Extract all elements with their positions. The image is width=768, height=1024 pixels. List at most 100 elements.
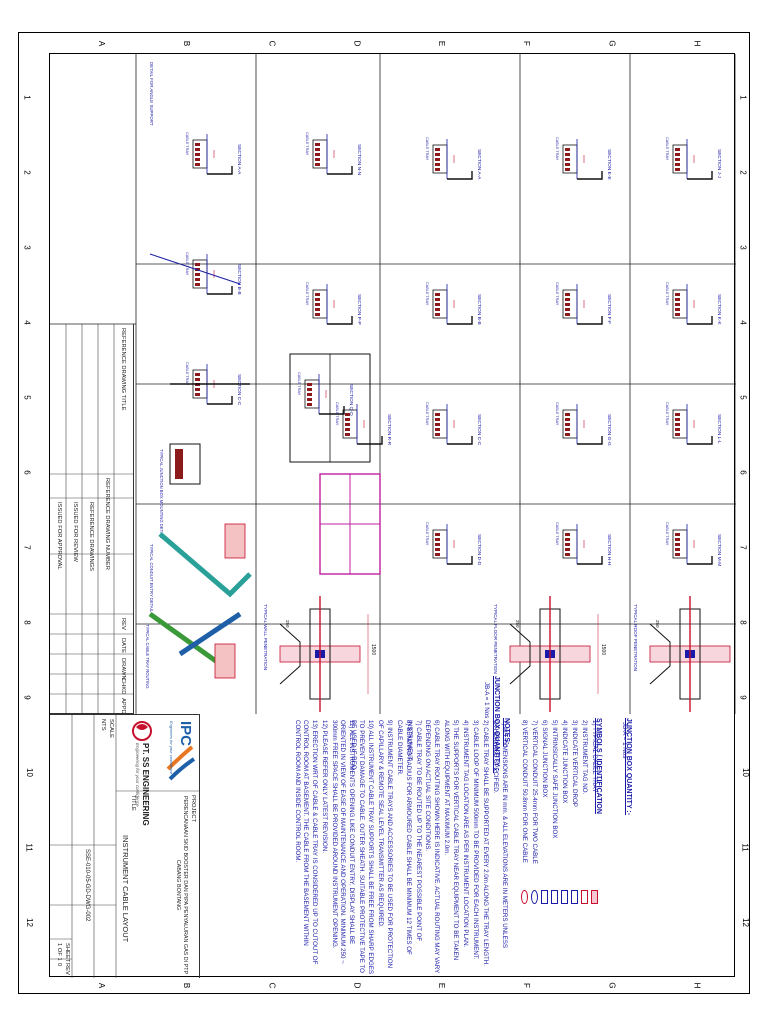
steel-member [319,406,345,415]
cable [565,553,570,556]
conduit [178,611,242,657]
cable [435,153,440,156]
zone-number-right-5: 5 [738,395,748,400]
cable [435,313,440,316]
steel-member [207,286,233,295]
symbol-item: 4) INDICATE JUNCTION BOX [559,720,568,803]
zone-letter-bottom-D: D [352,982,362,989]
zone-letter-F: F [521,41,531,46]
conduit [148,611,222,667]
zone-number-right-7: 7 [738,545,748,550]
tray-tag: CABLE TRAY [335,402,339,426]
cable [195,393,200,396]
cable [315,163,320,166]
section-label: SECTION C-C [236,374,242,406]
cable [435,298,440,301]
cable [565,303,570,306]
cable [675,418,680,421]
steel-member [577,316,603,325]
symbol-text: INTRINSICALLY SAFE JUNCTION BOX [551,727,558,839]
dimension-text: 1500 [600,644,606,655]
cable [675,428,680,431]
project-name: PERENCANAAN SKID BOOSTER DAN PIPA PENYAL… [175,795,188,975]
steel-member [327,316,353,325]
zone-letter-bottom-G: G [607,982,617,989]
zone-letter-E: E [437,40,447,47]
cable [565,538,570,541]
zone-letter-bottom-A: A [97,982,107,989]
cable [675,423,680,426]
junction-count: JB-A = 1 Nos [621,722,628,759]
cable [675,293,680,296]
section-label: SECTION G-G [606,414,612,446]
steel-member [577,436,603,445]
steel-member [687,436,713,445]
cable [675,433,680,436]
cable [565,433,570,436]
dimension-text: 1500 [370,644,376,655]
tray-tag: CABLE TRAY [425,282,429,306]
tray-tag: CABLE TRAY [555,522,559,546]
section-label: SECTION M-M [716,534,722,566]
section-label: SECTION F-F [606,294,612,324]
date-header: DATE [120,638,126,654]
steel-member [447,436,473,445]
equipment-box [224,523,246,559]
flange [279,623,301,685]
cable [675,148,680,151]
section-label: SECTION J-J [716,149,722,179]
section-label: SECTION B-B [476,294,482,325]
zone-number-right-2: 2 [738,170,748,175]
cable [565,418,570,421]
cable [565,298,570,301]
tray-tag: CABLE TRAY [425,402,429,426]
symbol-glyph [561,890,568,904]
cable [315,303,320,306]
cable [435,293,440,296]
cable [435,163,440,166]
cable [675,553,680,556]
note-item: 2) CABLE TRAY SHALL BE SUPPORTED AT EVER… [482,720,490,966]
dimension-text: 250 [515,620,520,628]
zone-number-2: 2 [22,170,32,175]
zone-number-9: 9 [22,695,32,700]
zone-number-7: 7 [22,545,32,550]
cable [565,313,570,316]
zone-letter-B: B [182,40,192,47]
cable [307,383,312,386]
symbol-item: 7) VERTICAL CONDUIT 25.4mm FOR TWO CABLE [529,720,538,864]
cable [675,158,680,161]
cable [435,148,440,151]
cable [315,293,320,296]
ref-drawing-number-header: REFERENCE DRAWING NUMBER [104,478,110,570]
cable [315,158,320,161]
cable [195,158,200,161]
cable [675,168,680,171]
zone-letter-bottom-H: H [692,982,702,989]
cable [307,398,312,401]
cable [195,378,200,381]
zone-number-right-6: 6 [738,470,748,475]
detail-title: TYPICAL FLOOR PENETRATION [493,604,498,674]
cable [195,278,200,281]
zone-number-right-10: 10 [740,768,750,777]
note-item: 13) ERECTION WRT OF CABLE & CABLE TRAY I… [293,720,318,965]
zone-letter-C: C [267,40,277,47]
detail-title: TYPICAL WALL PENETRATION [263,604,268,670]
tray-tag: CABLE TRAY [555,137,559,161]
cable [565,543,570,546]
title-block: PT. SS ENGINEERING Engineering for your … [50,714,200,978]
cable [565,423,570,426]
cable [435,428,440,431]
approved-header: APPD [120,698,126,714]
section-label: SECTION R-R [386,414,392,446]
steel-member [687,171,713,180]
cable [435,423,440,426]
cable [565,148,570,151]
drawn-header: DRAWN [120,658,126,680]
symbol-glyph [551,890,558,904]
steel-member [357,436,383,445]
cable [565,158,570,161]
